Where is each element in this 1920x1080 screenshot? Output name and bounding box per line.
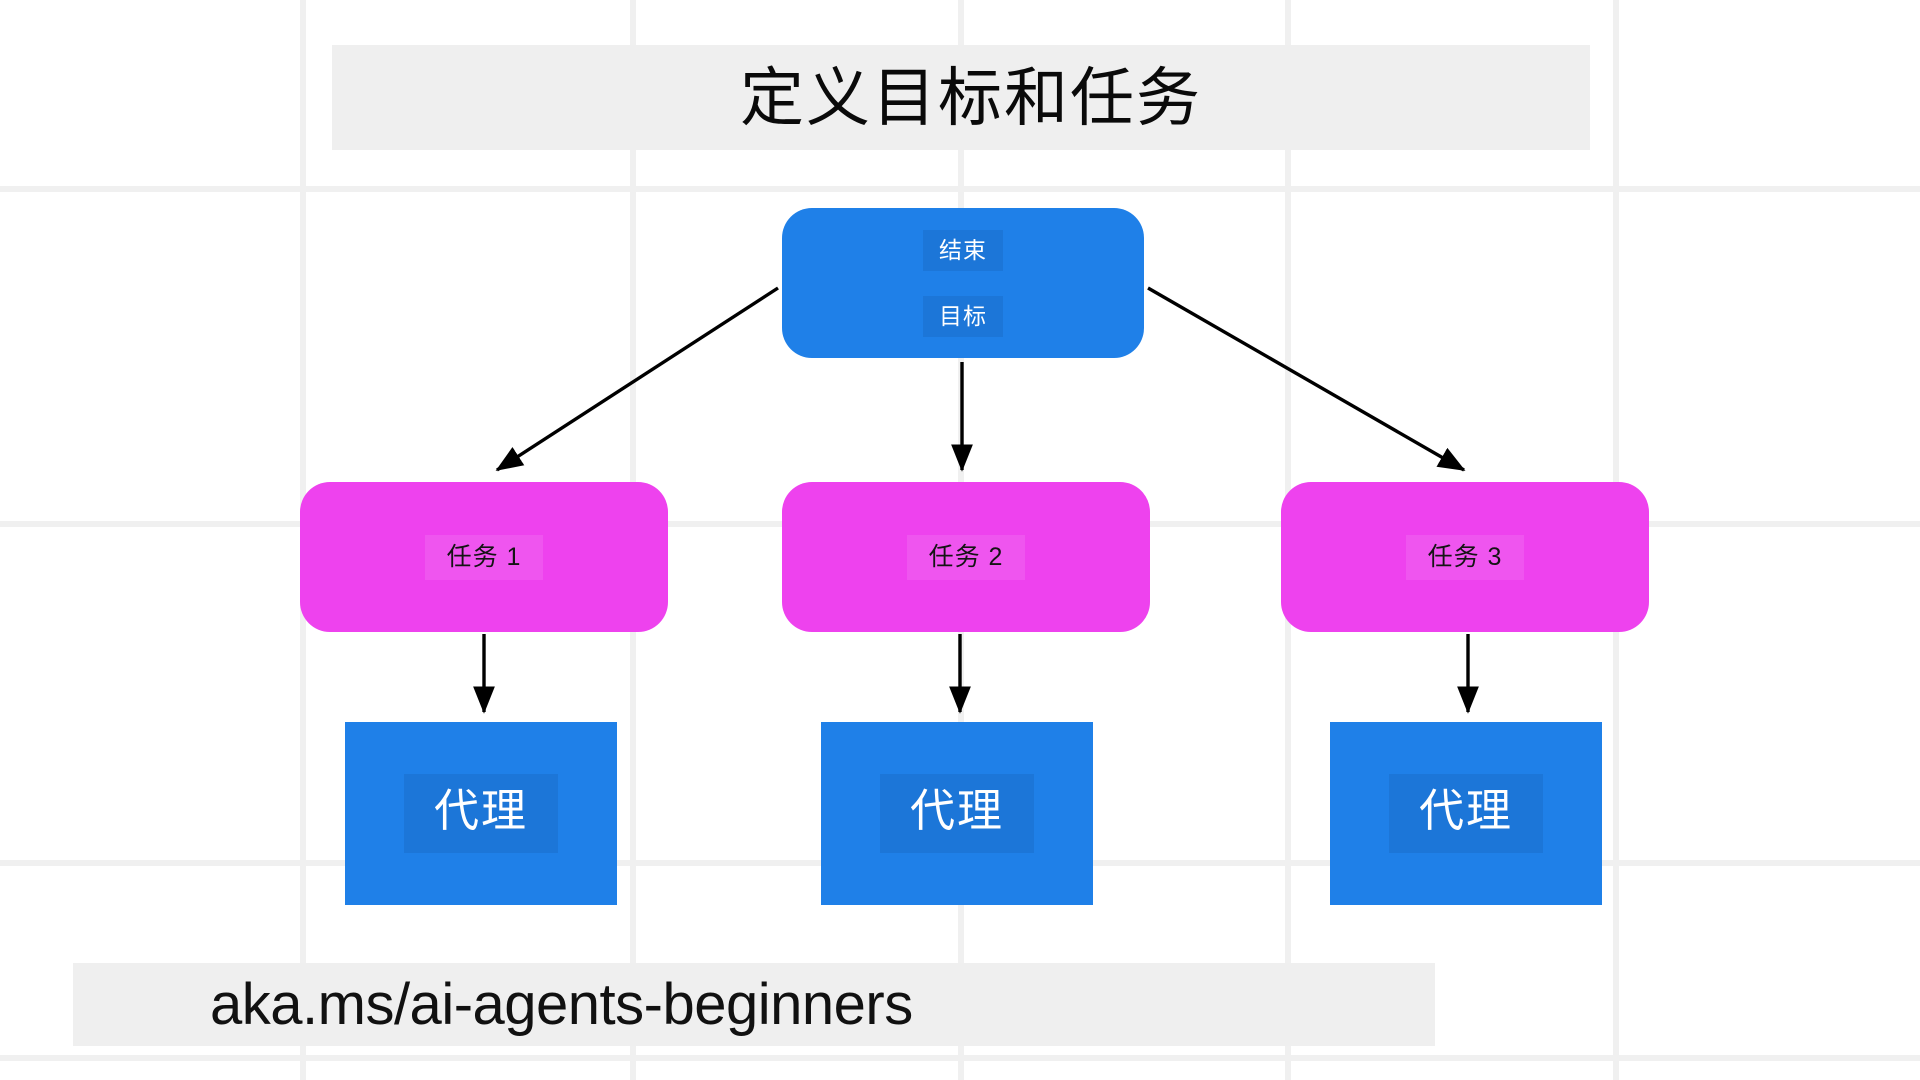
- node-end-goal[interactable]: 结束 目标: [782, 208, 1144, 358]
- node-agent-3[interactable]: 代理: [1330, 722, 1602, 905]
- node-agent-1-label: 代理: [403, 774, 558, 853]
- node-task-2-label: 任务 2: [906, 534, 1026, 580]
- footer-url-banner: aka.ms/ai-agents-beginners: [73, 963, 1435, 1046]
- node-agent-1[interactable]: 代理: [345, 722, 617, 905]
- node-task-3[interactable]: 任务 3: [1281, 482, 1649, 632]
- node-task-1-label: 任务 1: [424, 534, 544, 580]
- node-task-1[interactable]: 任务 1: [300, 482, 668, 632]
- node-end-goal-line2: 目标: [923, 295, 1003, 337]
- node-agent-2[interactable]: 代理: [821, 722, 1093, 905]
- node-end-goal-line1: 结束: [923, 229, 1003, 271]
- node-task-2[interactable]: 任务 2: [782, 482, 1150, 632]
- node-agent-2-label: 代理: [879, 774, 1034, 853]
- node-task-3-label: 任务 3: [1405, 534, 1525, 580]
- title-banner: 定义目标和任务: [332, 45, 1590, 150]
- edge-goal-to-task3: [1147, 286, 1466, 472]
- edge-goal-to-task1: [495, 286, 779, 472]
- footer-url-text: aka.ms/ai-agents-beginners: [210, 971, 913, 1037]
- node-agent-3-label: 代理: [1388, 774, 1543, 853]
- page-title: 定义目标和任务: [740, 61, 1202, 134]
- gridline-horizontal: [0, 1055, 1920, 1061]
- gridline-horizontal: [0, 186, 1920, 192]
